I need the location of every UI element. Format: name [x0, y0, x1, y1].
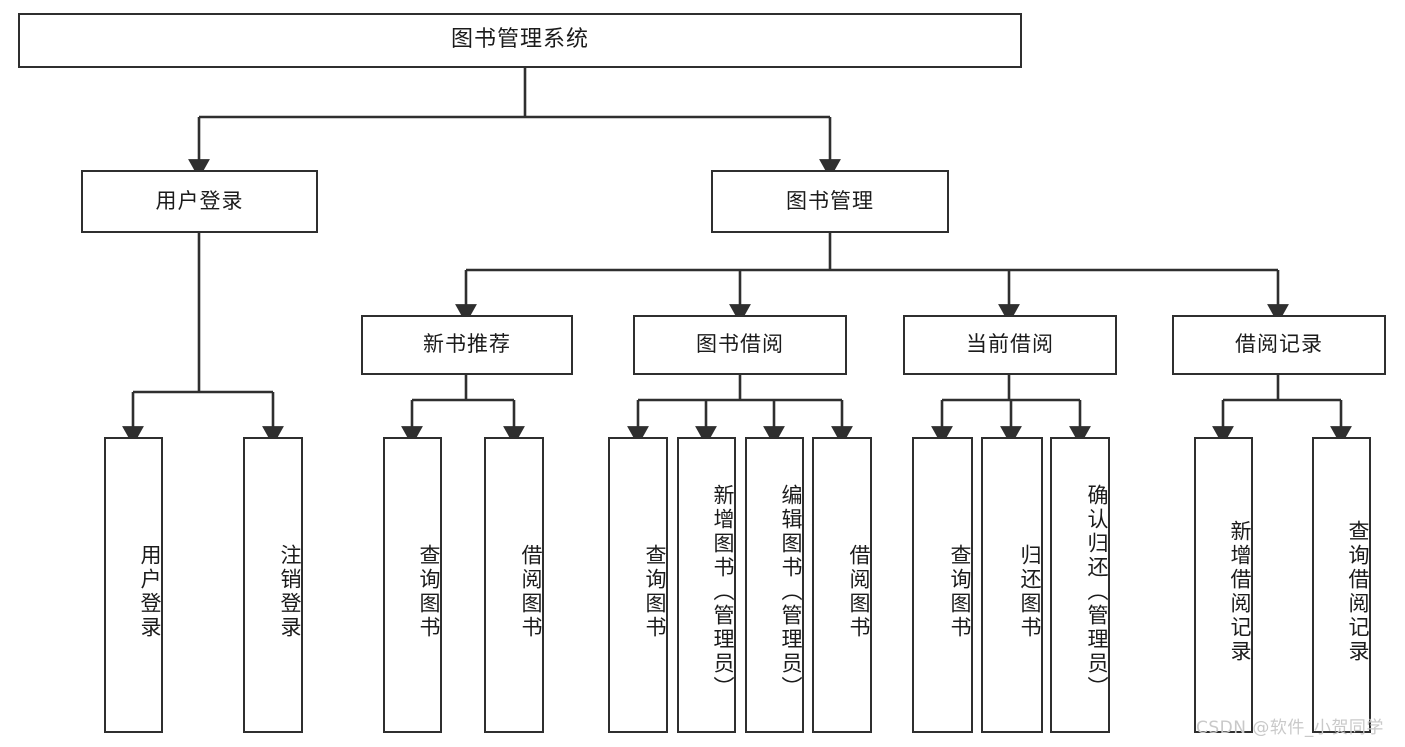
leaf-borrow-borrow-book[interactable]: 借阅图书 [812, 437, 872, 733]
leaf-record-query-record[interactable]: 查询借阅记录 [1312, 437, 1371, 733]
node-label: 借阅记录 [1235, 332, 1323, 357]
node-label: 借阅图书 [519, 544, 543, 640]
leaf-borrow-add-book-admin[interactable]: 新增图书（管理员） [677, 437, 736, 733]
node-root-system[interactable]: 图书管理系统 [18, 13, 1022, 68]
leaf-user-login-login[interactable]: 用户登录 [104, 437, 163, 733]
node-label: 新书推荐 [423, 332, 511, 357]
leaf-borrow-edit-book-admin[interactable]: 编辑图书（管理员） [745, 437, 804, 733]
node-book-borrow[interactable]: 图书借阅 [633, 315, 847, 375]
node-label: 确认归还（管理员） [1085, 484, 1109, 700]
node-label: 编辑图书（管理员） [779, 484, 803, 700]
node-label: 查询图书 [417, 544, 441, 640]
node-label: 查询图书 [643, 544, 667, 640]
node-label: 新增图书（管理员） [711, 484, 735, 700]
node-label: 当前借阅 [966, 332, 1054, 357]
leaf-recommend-query-book[interactable]: 查询图书 [383, 437, 442, 733]
leaf-current-confirm-return-admin[interactable]: 确认归还（管理员） [1050, 437, 1110, 733]
node-label: 图书管理 [786, 188, 874, 213]
node-label: 用户登录 [155, 188, 244, 213]
node-label: 借阅图书 [847, 544, 871, 640]
node-label: 注销登录 [278, 544, 302, 640]
leaf-user-login-logout[interactable]: 注销登录 [243, 437, 303, 733]
node-label: 新增借阅记录 [1228, 520, 1252, 664]
leaf-current-return-book[interactable]: 归还图书 [981, 437, 1043, 733]
node-new-book-recommend[interactable]: 新书推荐 [361, 315, 573, 375]
node-current-borrow[interactable]: 当前借阅 [903, 315, 1117, 375]
watermark-text: CSDN @软件_小贺同学 [1196, 718, 1384, 738]
node-borrow-record[interactable]: 借阅记录 [1172, 315, 1386, 375]
node-book-management[interactable]: 图书管理 [711, 170, 949, 233]
leaf-current-query-book[interactable]: 查询图书 [912, 437, 973, 733]
node-label: 查询借阅记录 [1346, 520, 1370, 664]
leaf-record-add-record[interactable]: 新增借阅记录 [1194, 437, 1253, 733]
leaf-recommend-borrow-book[interactable]: 借阅图书 [484, 437, 544, 733]
node-label: 用户登录 [138, 544, 162, 640]
node-label: 归还图书 [1018, 544, 1042, 640]
node-label: 图书借阅 [696, 332, 784, 357]
node-label: 图书管理系统 [450, 27, 589, 53]
node-user-login[interactable]: 用户登录 [81, 170, 318, 233]
leaf-borrow-query-book[interactable]: 查询图书 [608, 437, 668, 733]
node-label: 查询图书 [948, 544, 972, 640]
